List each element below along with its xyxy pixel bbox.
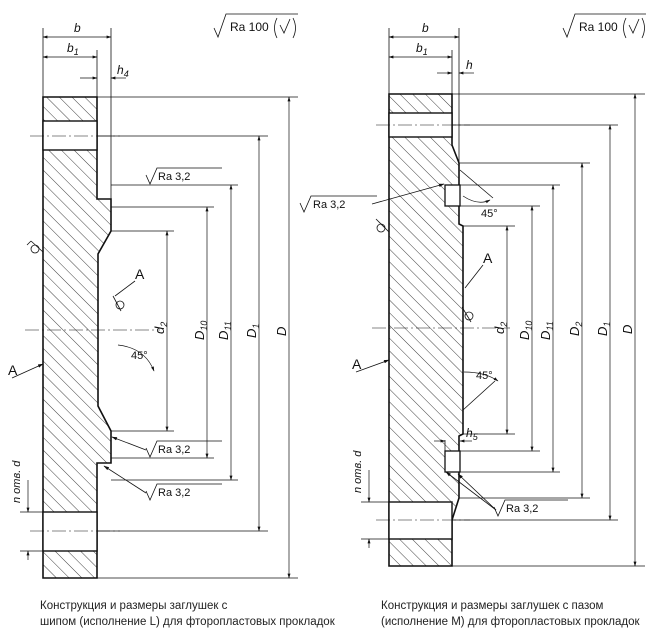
dim-d2-right: d2: [492, 322, 509, 334]
right-bolt-hole-bottom: [388, 501, 453, 540]
dim-h5-right: h5: [466, 426, 479, 442]
dim-D11-right: D11: [538, 321, 555, 340]
roughness-check-right-outer: [375, 218, 390, 233]
dim-D1-right: D1: [595, 322, 612, 336]
roughness-check-left-outer: [26, 240, 44, 254]
dim-b1-left: b1: [67, 41, 79, 57]
drawing-right-groove: b b1 h D D1 D2 D11 D10 d2 n отв. d: [299, 21, 645, 567]
dim-b1-right: b1: [416, 41, 428, 57]
dim-h4-left: h4: [117, 63, 129, 79]
ra100-general-left: Ra 100: [213, 13, 298, 39]
caption-left-line-2: шипом (исполнение L) для фторопластовых …: [40, 616, 335, 628]
dim-D10-right: D10: [517, 321, 534, 340]
svg-text:Ra 3,2: Ra 3,2: [158, 171, 190, 183]
dim-D10-left: D10: [192, 321, 209, 340]
svg-text:Ra 100: Ra 100: [230, 20, 269, 34]
label-A-outer-left: А: [8, 362, 18, 378]
dim-D11-left: D11: [216, 321, 233, 340]
dim-D2-right: D2: [567, 322, 584, 336]
ra32-callout-right-bottom: Ra 3,2: [445, 471, 568, 517]
right-flange-section: [388, 93, 464, 567]
dim-d2-left: d2: [152, 322, 169, 334]
caption-right: Конструкция и размеры заглушек с пазом (…: [381, 598, 640, 630]
svg-text:Ra 3,2: Ra 3,2: [158, 487, 190, 499]
left-flange-section: [42, 96, 112, 579]
caption-right-line-1: Конструкция и размеры заглушек с пазом: [381, 600, 604, 612]
angle-45-left: 45°: [131, 350, 148, 362]
caption-left-line-1: Конструкция и размеры заглушек с: [40, 600, 228, 612]
caption-right-line-2: (исполнение M) для фторопластовых прокла…: [381, 616, 640, 628]
label-A-inner-left: А: [135, 266, 145, 282]
dim-n-holes-right: n отв. d: [352, 450, 364, 493]
svg-text:Ra 100: Ra 100: [579, 20, 618, 34]
left-bolt-hole-top: [42, 120, 98, 151]
caption-left: Конструкция и размеры заглушек с шипом (…: [40, 598, 335, 630]
dim-n-holes-left: n отв. d: [11, 460, 23, 503]
svg-text:Ra 3,2: Ra 3,2: [313, 199, 345, 211]
ra32-callout-left-top: Ra 3,2: [145, 167, 222, 185]
roughness-check-left-inner: [112, 295, 125, 312]
svg-text:Ra 3,2: Ra 3,2: [506, 503, 538, 515]
dim-D-left: D: [274, 327, 289, 336]
dim-h-right: h: [466, 58, 473, 72]
svg-text:Ra 3,2: Ra 3,2: [158, 444, 190, 456]
ra32-callout-left-bottom: Ra 3,2: [103, 465, 222, 501]
label-A-outer-right: А: [352, 356, 362, 372]
angle-45-right-bottom: 45°: [476, 370, 493, 382]
dim-D-right: D: [620, 325, 635, 334]
dim-b-left: b: [74, 21, 81, 35]
dim-b-right: b: [422, 21, 429, 35]
ra100-general-right: Ra 100: [562, 13, 646, 39]
right-groove-bottom: [444, 450, 461, 473]
ra32-callout-right-top: Ra 3,2: [299, 183, 445, 213]
drawing-left-spigot: b b1 h4 D D1 D11 D10 d2 n отв. d 45°: [8, 21, 298, 579]
angle-45-right-top: 45°: [481, 208, 498, 220]
left-bolt-hole-bottom: [42, 511, 98, 552]
roughness-check-right-inner: [461, 306, 474, 323]
right-groove-top: [444, 184, 461, 207]
dim-D1-left: D1: [244, 324, 261, 338]
label-A-inner-right: А: [483, 250, 493, 266]
ra32-callout-left-mid: Ra 3,2: [111, 436, 222, 458]
